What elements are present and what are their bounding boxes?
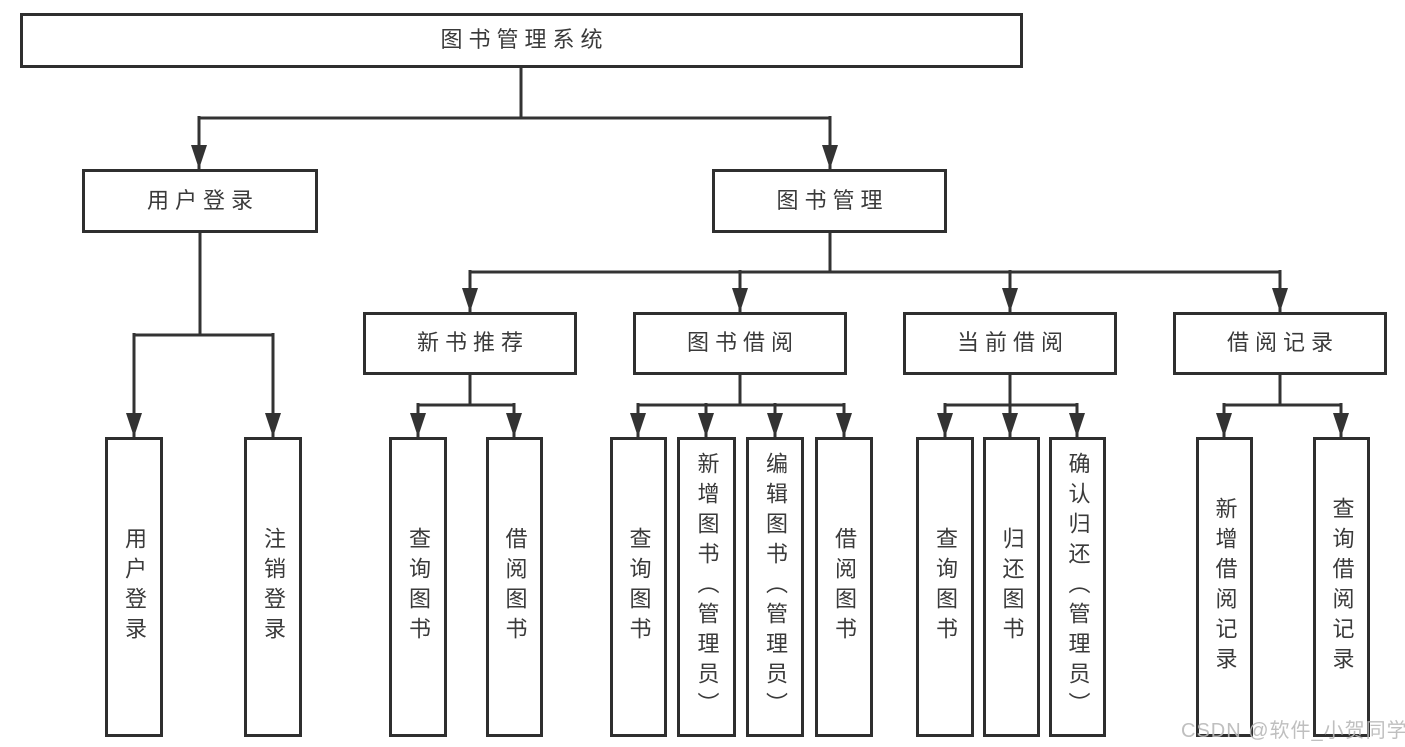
leaf-add-borrow-record: 新增借阅记录 [1196,437,1253,737]
leaf-borrow-books-recommend: 借阅图书 [486,437,543,737]
node-label: 图书借阅 [686,330,799,356]
node-label: 新书推荐 [416,330,529,356]
node-label: 查询借阅记录 [1329,497,1355,677]
leaf-query-borrow-record: 查询借阅记录 [1313,437,1370,737]
leaf-query-books-borrow: 查询图书 [610,437,667,737]
node-label: 用户登录 [122,527,147,647]
node-borrowing-records: 借阅记录 [1173,312,1387,375]
node-label: 借阅记录 [1226,330,1339,356]
leaf-add-book-admin: 新增图书（管理员） [677,437,736,737]
node-current-borrowing: 当前借阅 [903,312,1117,375]
leaf-user-login: 用户登录 [105,437,163,737]
leaf-edit-book-admin: 编辑图书（管理员） [746,437,804,737]
node-book-borrowing: 图书借阅 [633,312,847,375]
node-label: 新增图书（管理员） [694,452,720,722]
node-label: 归还图书 [999,527,1025,647]
node-label: 查询图书 [406,527,431,647]
node-label: 图书管理系统 [440,27,609,53]
leaf-query-books-recommend: 查询图书 [389,437,447,737]
leaf-return-books: 归还图书 [983,437,1040,737]
node-label: 编辑图书（管理员） [763,452,788,722]
node-label: 借阅图书 [832,527,857,647]
leaf-query-books-current: 查询图书 [916,437,974,737]
leaf-logout: 注销登录 [244,437,302,737]
node-label: 查询图书 [933,527,958,647]
node-label: 借阅图书 [502,527,528,647]
node-user-login: 用户登录 [82,169,318,233]
node-label: 用户登录 [146,187,259,213]
node-label: 查询图书 [626,527,652,647]
node-label: 图书管理 [776,187,889,213]
node-label: 注销登录 [261,527,286,647]
node-label: 确认归还（管理员） [1065,452,1091,722]
node-new-book-recommend: 新书推荐 [363,312,577,375]
node-label: 当前借阅 [956,330,1069,356]
node-book-management: 图书管理 [712,169,947,233]
node-label: 新增借阅记录 [1212,497,1238,677]
csdn-watermark: CSDN @软件_小贺同学 [1181,720,1405,742]
node-root-library-system: 图书管理系统 [20,13,1023,68]
leaf-confirm-return-admin: 确认归还（管理员） [1049,437,1106,737]
leaf-borrow-books-borrow: 借阅图书 [815,437,873,737]
